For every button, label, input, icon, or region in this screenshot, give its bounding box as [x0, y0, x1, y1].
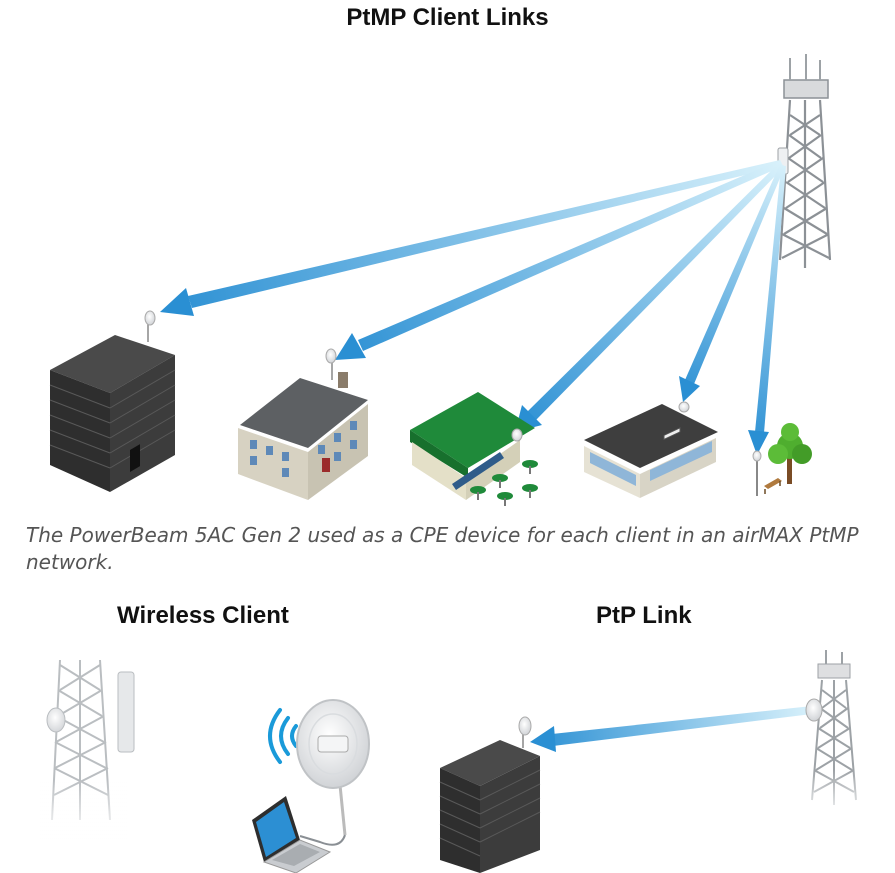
house-icon	[238, 348, 368, 500]
ptmp-title: PtMP Client Links	[346, 4, 549, 31]
ptp-link-title: PtP Link	[596, 602, 692, 629]
beam-to-store	[679, 164, 785, 402]
beam-to-house	[335, 160, 783, 360]
beam-to-cafe	[515, 162, 784, 432]
dish-antenna-icon	[752, 450, 762, 462]
figure-caption: The PowerBeam 5AC Gen 2 used as a CPE de…	[26, 523, 859, 574]
dish-antenna-icon	[805, 698, 823, 722]
cafe-icon	[410, 392, 538, 506]
tree-icon	[768, 423, 812, 484]
bench-icon	[764, 478, 782, 494]
dish-antenna-icon	[511, 428, 523, 442]
ptmp-beams	[160, 160, 786, 455]
beam-to-tree	[748, 166, 786, 455]
ptp-beam	[530, 706, 812, 752]
laptop-icon	[252, 796, 332, 873]
dish-antenna-icon	[678, 401, 690, 413]
cafe-tables	[470, 460, 538, 506]
street-pole	[752, 450, 762, 496]
wireless-client-title: Wireless Client	[117, 602, 289, 629]
office-building-icon	[49, 310, 176, 492]
dish-antenna-icon	[325, 348, 337, 364]
wifi-icon	[268, 708, 298, 764]
dish-antenna-icon	[144, 310, 156, 326]
tower-icon	[777, 54, 832, 268]
beam-to-office	[160, 160, 783, 316]
tower-icon	[800, 650, 870, 820]
dish-antenna-icon	[518, 716, 532, 736]
office-building-icon	[439, 716, 541, 873]
dish-antenna-icon	[296, 699, 370, 846]
store-icon	[584, 401, 718, 498]
tower-icon	[40, 659, 135, 840]
